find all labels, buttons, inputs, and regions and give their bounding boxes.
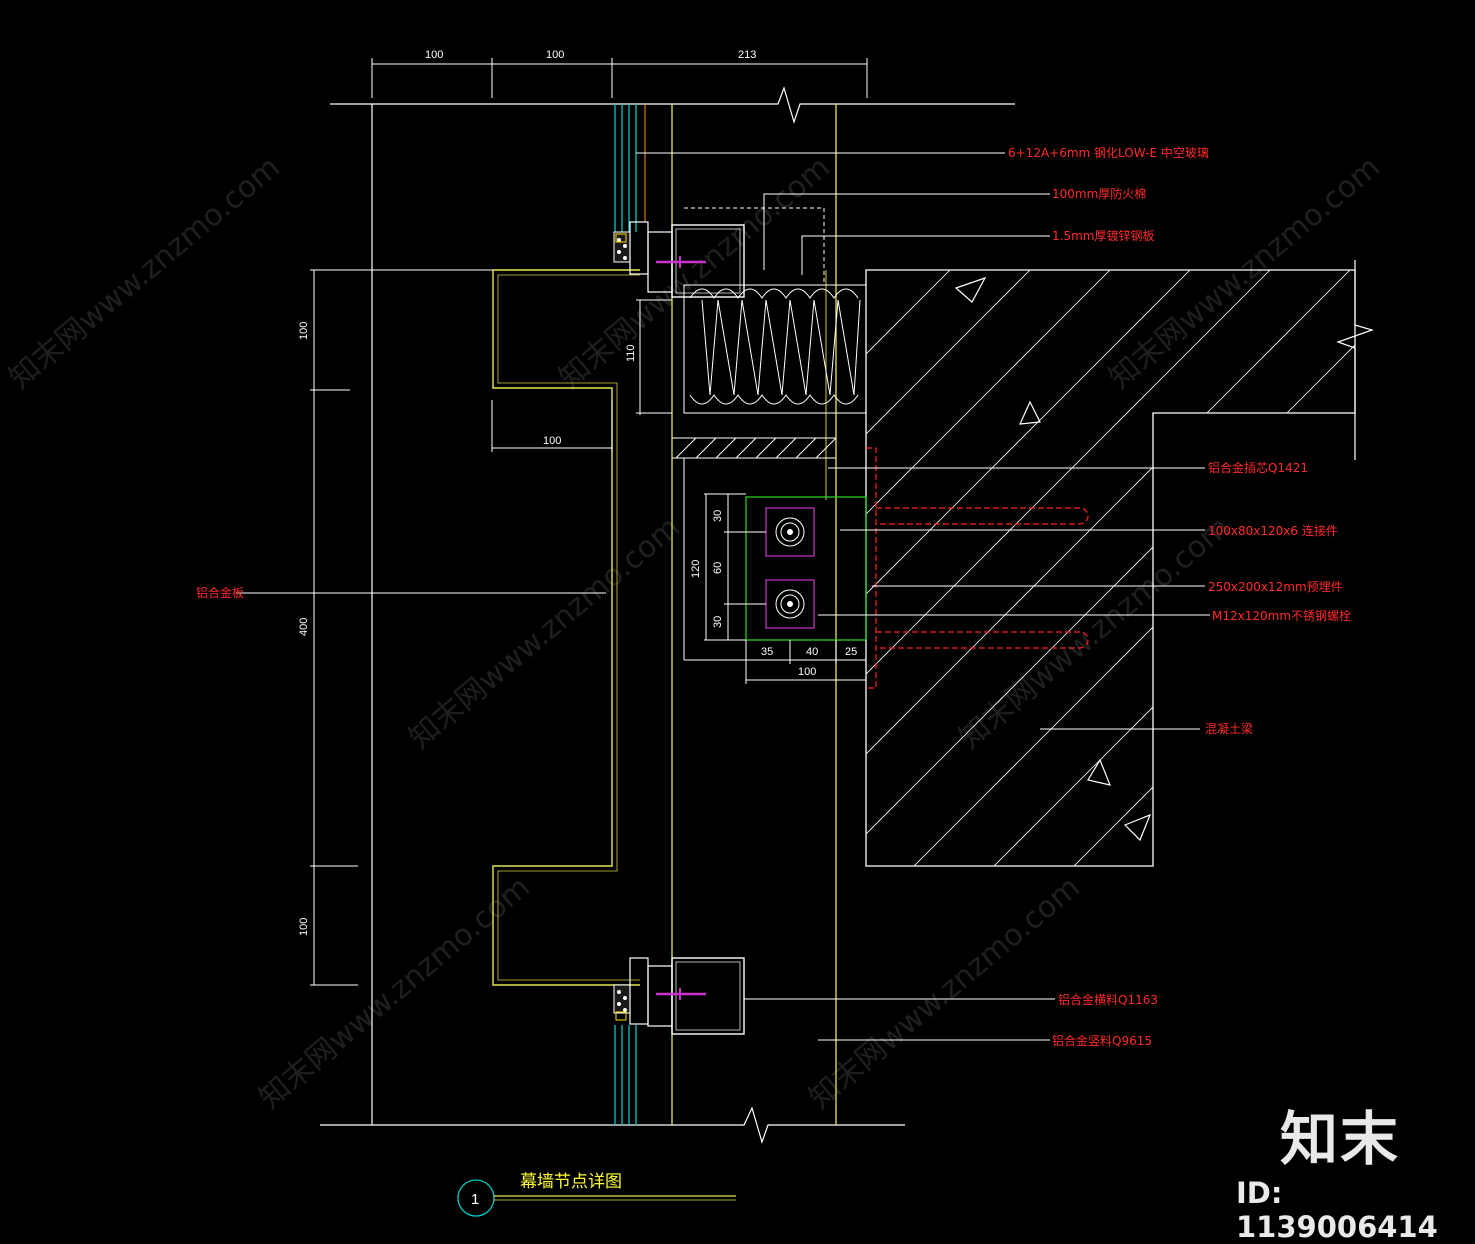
dim-anchor-width: 100 — [798, 666, 816, 678]
glass-bottom — [614, 1025, 637, 1125]
dim-inner-width: 100 — [543, 435, 561, 447]
watermarks: 知末网www.znzmo.com 知末网www.znzmo.com 知末网www… — [3, 150, 1387, 1116]
watermark-text: 知末网www.znzmo.com — [403, 510, 687, 756]
dim-top-2: 100 — [546, 49, 564, 61]
top-transom-node — [613, 221, 745, 298]
watermark-text: 知末网www.znzmo.com — [3, 150, 287, 396]
dim-anchor-b2: 40 — [806, 646, 818, 658]
label-embedded-plate: 250x200x12mm预埋件 — [1208, 580, 1343, 594]
dim-anchor-b1: 35 — [761, 646, 773, 658]
dim-left-3: 100 — [298, 918, 310, 936]
dim-anchor-v1: 30 — [712, 510, 724, 522]
watermark-text: 知末网www.znzmo.com — [553, 150, 837, 396]
watermark-text: 知末网www.znzmo.com — [803, 870, 1087, 1116]
dim-left-2: 400 — [298, 618, 310, 636]
label-glass: 6+12A+6mm 钢化LOW-E 中空玻璃 — [1008, 145, 1209, 160]
anchor-assembly — [683, 447, 1089, 689]
fire-insulation — [683, 207, 867, 414]
title-block — [457, 1179, 736, 1217]
concrete-beam — [865, 260, 1374, 867]
dim-bay-height: 110 — [625, 344, 637, 362]
steel-sheet-seal — [672, 437, 837, 459]
label-connector: 100x80x120x6 连接件 — [1208, 523, 1338, 538]
title-number: 1 — [471, 1191, 479, 1208]
label-aluminum-angle: 铝合金插芯Q1421 — [1208, 460, 1308, 475]
aluminum-panel — [492, 269, 640, 986]
leader-lines — [236, 152, 1210, 1041]
dim-left-1: 100 — [298, 322, 310, 340]
left-dimension — [310, 269, 358, 986]
bottom-transom-node — [613, 957, 745, 1035]
label-concrete-beam: 混凝土梁 — [1205, 721, 1253, 736]
dim-top-1: 100 — [425, 49, 443, 61]
watermark-brand-logo: 知末 — [1280, 1105, 1401, 1173]
bay-height-dimension — [636, 299, 672, 415]
inner-width-dimension — [491, 400, 613, 452]
label-mullion: 铝合金竖料Q9615 — [1052, 1033, 1152, 1048]
label-transom: 铝合金横料Q1163 — [1058, 992, 1158, 1007]
dim-anchor-b3: 25 — [845, 646, 857, 658]
dim-anchor-v2: 60 — [712, 562, 724, 574]
top-dimension — [371, 58, 868, 98]
watermark-text: 知末网www.znzmo.com — [953, 510, 1237, 756]
dim-top-3: 213 — [738, 49, 756, 61]
glass-top — [614, 104, 637, 232]
label-aluminum-panel: 铝合金板 — [196, 585, 244, 600]
dim-anchor-total: 120 — [690, 560, 702, 578]
label-fire-insulation: 100mm厚防火棉 — [1052, 186, 1146, 201]
label-bolt: M12x120mm不锈钢螺栓 — [1212, 608, 1351, 623]
label-steel-sheet: 1.5mm厚镀锌钢板 — [1052, 229, 1154, 243]
drawing-title: 幕墙节点详图 — [520, 1172, 622, 1192]
watermark-text: 知末网www.znzmo.com — [253, 870, 537, 1116]
watermark-id: ID: 1139006414 — [1236, 1176, 1438, 1244]
dim-anchor-v3: 30 — [712, 616, 724, 628]
